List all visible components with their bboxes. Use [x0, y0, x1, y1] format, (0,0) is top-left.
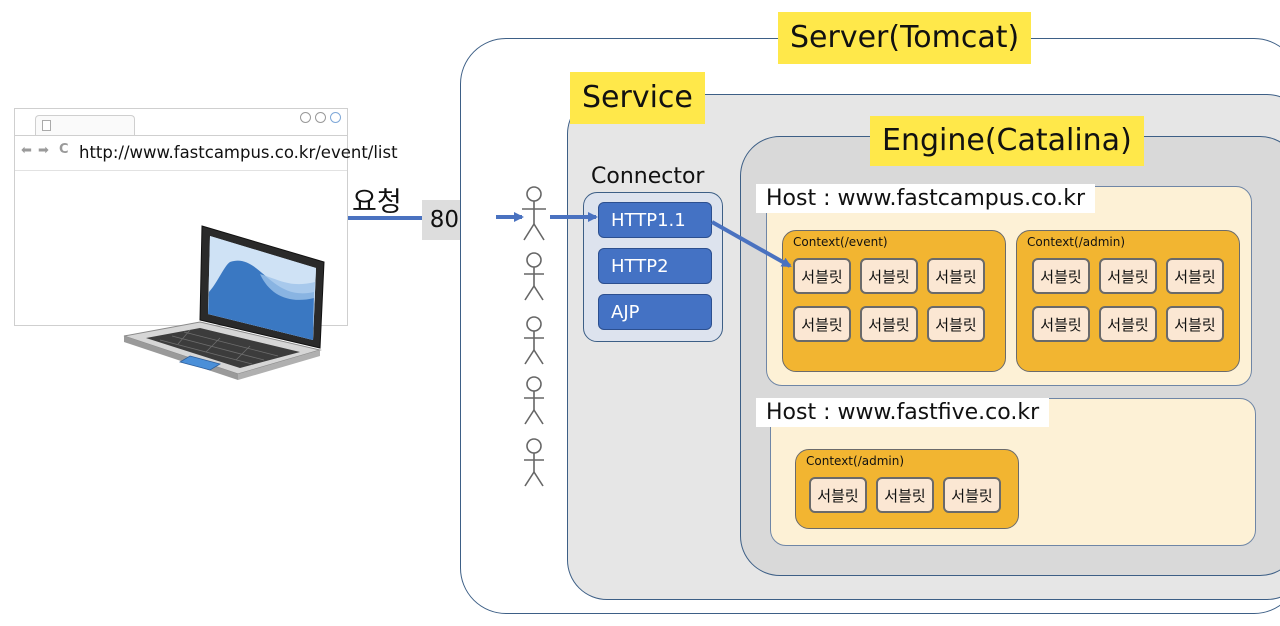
servlet[interactable]: 서블릿 [860, 306, 918, 342]
protocol-ajp[interactable]: AJP [598, 294, 712, 330]
servlet[interactable]: 서블릿 [793, 258, 851, 294]
window-button-icon[interactable] [330, 112, 341, 123]
person-icon [524, 252, 544, 301]
browser-toolbar: ⬅ ➡ C http://www.fastcampus.co.kr/event/… [15, 135, 398, 171]
servlet[interactable]: 서블릿 [1099, 306, 1157, 342]
servlet[interactable]: 서블릿 [1032, 258, 1090, 294]
host-label: Host : www.fastcampus.co.kr [756, 184, 1096, 213]
servlet[interactable]: 서블릿 [809, 477, 867, 513]
servlet[interactable]: 서블릿 [927, 258, 985, 294]
context-label: Context(/event) [793, 235, 888, 249]
servlet[interactable]: 서블릿 [927, 306, 985, 342]
service-title: Service [570, 72, 705, 124]
forward-arrow-icon[interactable]: ➡ [38, 143, 49, 158]
address-bar[interactable]: http://www.fastcampus.co.kr/event/list [75, 141, 398, 165]
browser-window: ⬅ ➡ C http://www.fastcampus.co.kr/event/… [14, 108, 398, 326]
context-label: Context(/admin) [1027, 235, 1126, 249]
server-title: Server(Tomcat) [778, 12, 1032, 64]
servlet[interactable]: 서블릿 [793, 306, 851, 342]
page-icon [42, 120, 51, 131]
browser-tab[interactable] [35, 115, 135, 135]
servlet[interactable]: 서블릿 [1166, 258, 1224, 294]
person-icon [524, 438, 544, 487]
back-arrow-icon[interactable]: ⬅ [21, 143, 32, 158]
context-box: Context(/event) [782, 230, 1006, 372]
servlet[interactable]: 서블릿 [860, 258, 918, 294]
reload-icon[interactable]: C [59, 142, 69, 157]
engine-title: Engine(Catalina) [870, 116, 1144, 166]
person-icon [524, 316, 544, 365]
person-icon [524, 376, 544, 425]
window-button-icon[interactable] [300, 112, 311, 123]
context-box: Context(/admin) [1016, 230, 1240, 372]
host-label: Host : www.fastfive.co.kr [756, 398, 1050, 427]
context-label: Context(/admin) [806, 454, 905, 468]
servlet[interactable]: 서블릿 [1032, 306, 1090, 342]
servlet[interactable]: 서블릿 [876, 477, 934, 513]
request-label: 요청 [352, 187, 402, 218]
url-text: http://www.fastcampus.co.kr/event/list [79, 143, 398, 162]
servlet[interactable]: 서블릿 [1099, 258, 1157, 294]
protocol-http2[interactable]: HTTP2 [598, 248, 712, 284]
protocol-http11[interactable]: HTTP1.1 [598, 202, 712, 238]
connector-to-servlet-arrow [711, 220, 792, 268]
connector-title: Connector [591, 164, 705, 189]
laptop-icon [123, 225, 325, 380]
window-controls [300, 112, 346, 126]
thread-pool [522, 186, 546, 487]
servlet[interactable]: 서블릿 [1166, 306, 1224, 342]
person-icon [522, 186, 546, 241]
servlet[interactable]: 서블릿 [943, 477, 1001, 513]
window-button-icon[interactable] [315, 112, 326, 123]
